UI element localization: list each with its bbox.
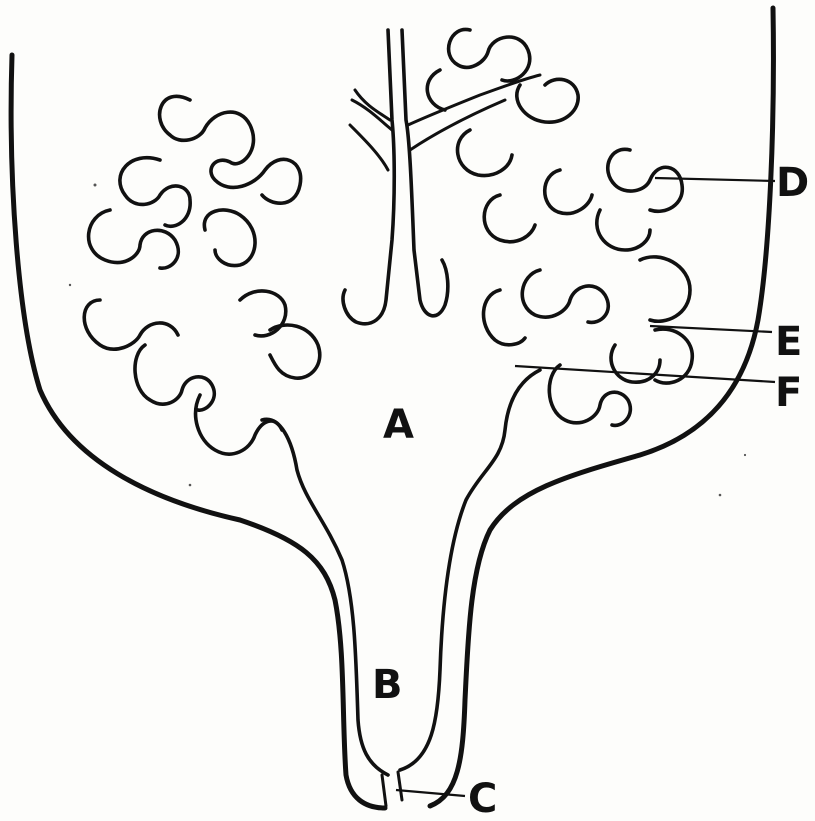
speck [744, 454, 746, 456]
inner-wall-left [262, 419, 388, 775]
leader-c [396, 790, 465, 796]
leader-d [655, 178, 775, 181]
central-duct-right [402, 30, 448, 316]
duct-opening [382, 772, 402, 806]
outer-wall-right [430, 8, 773, 806]
label-a: A [383, 402, 414, 448]
speck [69, 284, 71, 286]
label-e: E [775, 319, 802, 365]
label-f: F [775, 370, 802, 416]
label-d: D [776, 160, 809, 206]
duct-branch-left [350, 90, 392, 170]
label-c: C [468, 776, 497, 821]
lobule-right-lower [549, 345, 660, 425]
speck [189, 484, 192, 487]
lobule-right-d [484, 149, 682, 250]
lobule-left-lower [135, 325, 320, 454]
speck [719, 494, 722, 497]
label-b: B [372, 662, 403, 708]
lobule-left-middle [84, 210, 286, 349]
lobule-left-upper [120, 96, 301, 226]
inner-wall-right [400, 370, 540, 770]
central-duct [343, 30, 394, 324]
speck [94, 184, 97, 187]
